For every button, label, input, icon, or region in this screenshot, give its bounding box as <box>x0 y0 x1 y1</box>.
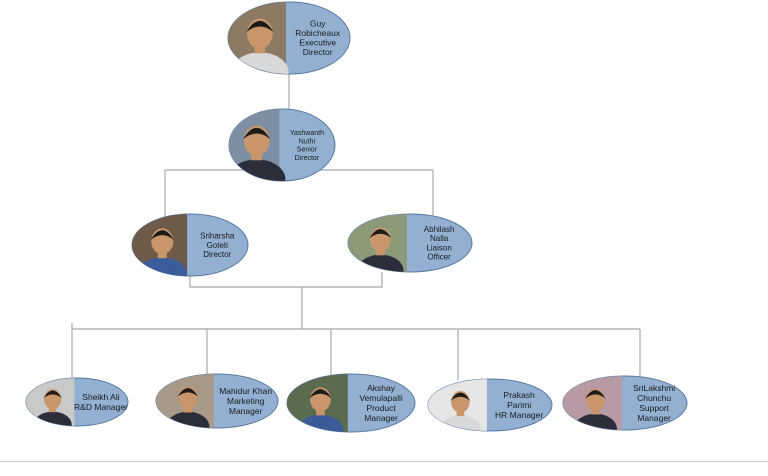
person-photo-icon <box>287 374 348 432</box>
person-title: Liaison <box>426 243 451 252</box>
person-title: Officer <box>427 253 451 262</box>
person-title: Manager <box>637 413 671 423</box>
person-title: Director <box>295 155 320 162</box>
person-title: Marketing <box>227 396 265 406</box>
person-name: Nalla <box>430 234 449 243</box>
person-title: R&D Manager <box>74 402 128 412</box>
connector-directors-bus <box>189 272 383 329</box>
person-photo-icon <box>156 374 214 428</box>
person-name: Guy <box>310 19 326 29</box>
person-name: Mahidur Khan <box>219 386 272 396</box>
person-photo-icon <box>228 2 289 74</box>
person-name: Akshay <box>367 383 396 393</box>
person-title: Director <box>203 250 231 259</box>
person-title: Manager <box>364 413 398 423</box>
person-photo-icon <box>348 214 407 272</box>
connector-manager-bus <box>71 323 641 380</box>
person-title: Support <box>639 403 669 413</box>
person-title: Product <box>366 403 396 413</box>
person-name: Vemulapalli <box>359 393 403 403</box>
person-name: Goteti <box>207 241 229 250</box>
person-photo-icon <box>229 109 286 181</box>
person-name: Chunchu <box>637 393 671 403</box>
person-photo-icon <box>26 378 75 426</box>
person-photo-icon <box>428 379 487 431</box>
person-title: Senior <box>297 147 318 154</box>
org-chart-nodes: GuyRobicheauxExecutiveDirectorYashwanthN… <box>25 1 688 446</box>
person-title: Executive <box>299 38 336 48</box>
person-photo-icon <box>563 376 622 430</box>
person-name: Yashwanth <box>290 130 324 137</box>
person-title: Director <box>303 47 333 57</box>
person-name: Abhilash <box>424 225 455 234</box>
person-name: Robicheaux <box>295 28 341 38</box>
person-name: Prakash <box>504 390 535 400</box>
person-name: Nuthi <box>299 138 316 145</box>
bottom-divider <box>0 461 768 462</box>
person-title: HR Manager <box>495 410 543 420</box>
person-name: Sriharsha <box>200 232 235 241</box>
person-title: Manager <box>229 406 263 416</box>
person-photo-icon <box>132 214 188 276</box>
person-name: SriLakshmi <box>633 383 675 393</box>
person-name: Parimi <box>507 400 531 410</box>
person-name: Sheikh Ali <box>82 392 119 402</box>
